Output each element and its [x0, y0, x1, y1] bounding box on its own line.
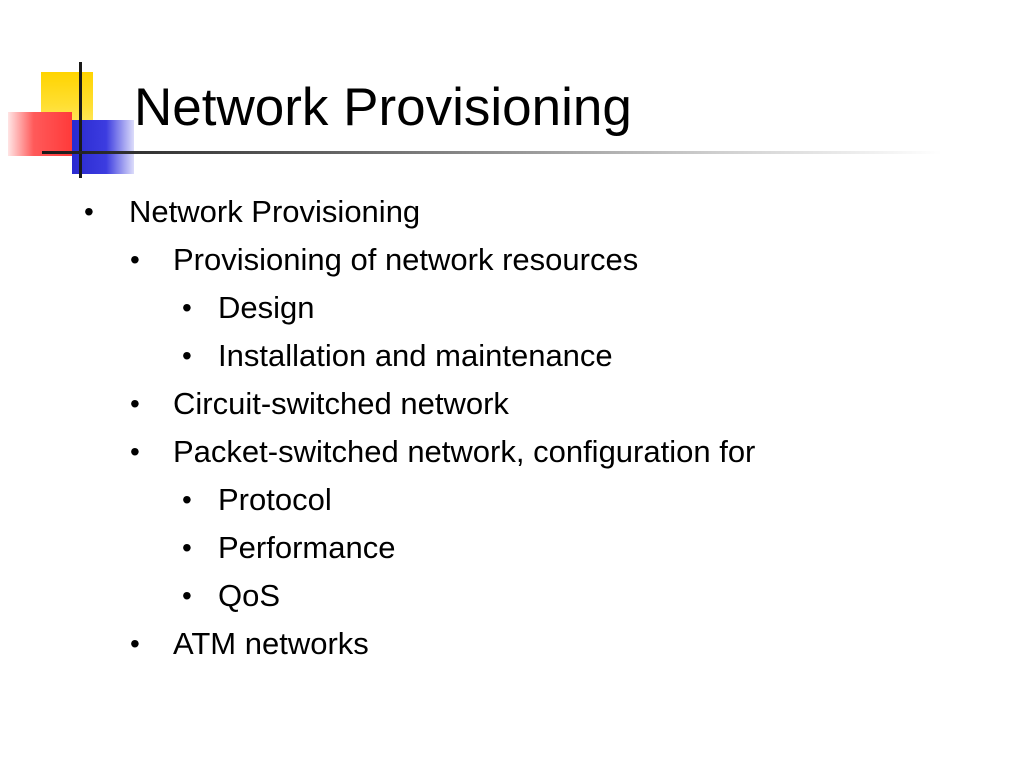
bullet-marker: •: [182, 484, 192, 515]
bullet-item: • Performance: [0, 524, 1024, 572]
bullet-text: Network Provisioning: [129, 194, 421, 229]
logo-vertical-line: [79, 62, 82, 178]
bullet-item: • Installation and maintenance: [0, 332, 1024, 380]
bullet-item: • Network Provisioning: [0, 188, 1024, 236]
bullet-item: • Packet-switched network, configuration…: [0, 428, 1024, 476]
bullet-marker: •: [182, 292, 192, 323]
bullet-item: • Provisioning of network resources: [0, 236, 1024, 284]
bullet-item: • QoS: [0, 572, 1024, 620]
bullet-marker: •: [130, 628, 140, 659]
bullet-marker: •: [182, 340, 192, 371]
bullet-item: • Circuit-switched network: [0, 380, 1024, 428]
bullet-marker: •: [182, 580, 192, 611]
slide-logo-graphic: [0, 0, 140, 190]
bullet-text: Performance: [218, 530, 396, 565]
bullet-text: Design: [218, 290, 315, 325]
slide-title: Network Provisioning: [134, 78, 632, 137]
bullet-text: Provisioning of network resources: [173, 242, 639, 277]
bullet-marker: •: [182, 532, 192, 563]
logo-red-square: [8, 112, 72, 156]
bullet-item: • Protocol: [0, 476, 1024, 524]
bullet-text: Circuit-switched network: [173, 386, 509, 421]
bullet-list: • Network Provisioning • Provisioning of…: [0, 188, 1024, 668]
logo-blue-square: [72, 120, 134, 174]
bullet-marker: •: [130, 388, 140, 419]
bullet-item: • Design: [0, 284, 1024, 332]
bullet-marker: •: [130, 436, 140, 467]
bullet-text: ATM networks: [173, 626, 369, 661]
bullet-marker: •: [130, 244, 140, 275]
bullet-text: Packet-switched network, configuration f…: [173, 434, 756, 469]
title-underline: [42, 151, 942, 154]
bullet-text: QoS: [218, 578, 281, 613]
bullet-text: Installation and maintenance: [218, 338, 613, 373]
bullet-text: Protocol: [218, 482, 332, 517]
bullet-item: • ATM networks: [0, 620, 1024, 668]
bullet-marker: •: [84, 196, 94, 227]
